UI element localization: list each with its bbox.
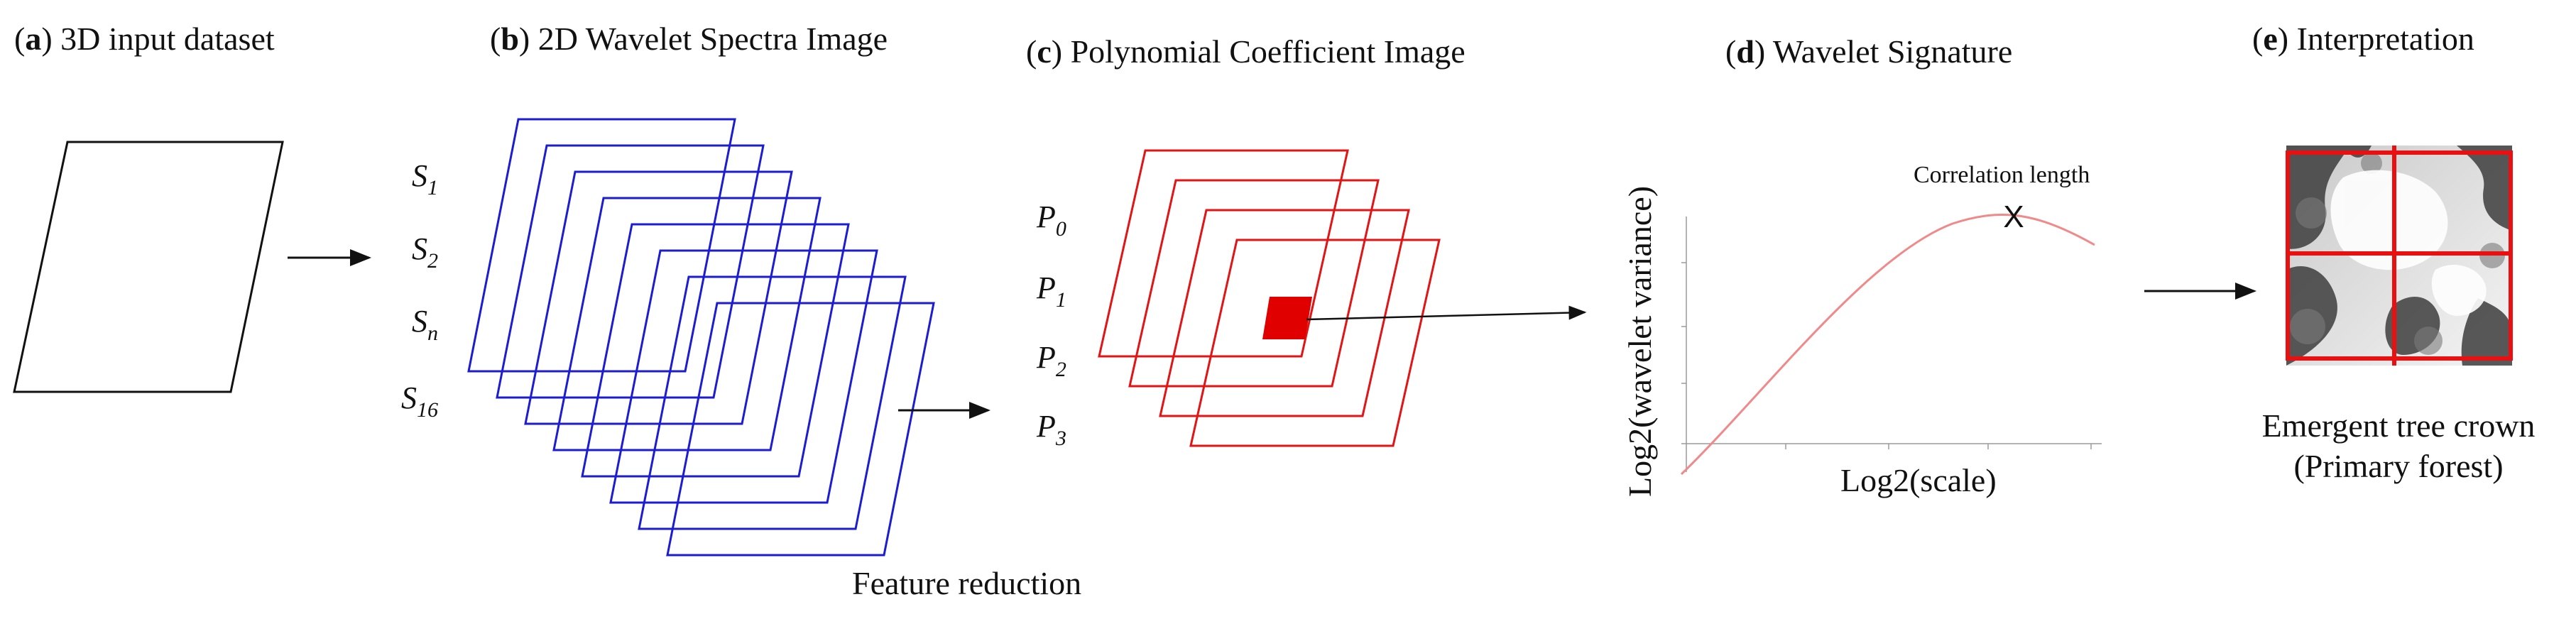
y-axis-label: Log2(wavelet variance) <box>1622 186 1658 497</box>
signature-axes <box>1681 217 2102 472</box>
coefficient-label-0: P0 <box>1036 199 1066 241</box>
spectra-label-16: S16 <box>401 380 438 422</box>
correlation-length-marker: X <box>2003 199 2024 234</box>
panel-d-title-text: Wavelet Signature <box>1773 33 2012 70</box>
spectra-frame-1 <box>467 118 736 373</box>
coefficient-frame-1 <box>1098 149 1349 358</box>
coefficient-frame-2 <box>1128 179 1380 388</box>
panel-d-letter: d <box>1736 33 1754 70</box>
panel-b-letter: b <box>501 21 519 57</box>
spectra-frame-7 <box>638 275 907 530</box>
panel-c: (c) Polynomial Coefficient Image P0 P1 P… <box>1026 33 1587 450</box>
panel-c-title: (c) Polynomial Coefficient Image <box>1026 33 1466 70</box>
feature-reduction-label: Feature reduction <box>852 565 1081 601</box>
spectra-frame-2 <box>496 144 765 399</box>
panel-d: (d) Wavelet Signature Log2(wavelet varia… <box>1622 33 2256 498</box>
wavelet-variance-curve <box>1680 214 2095 476</box>
panel-a-letter: a <box>25 21 41 57</box>
panel-e-letter: e <box>2263 21 2277 57</box>
coefficient-stack <box>1098 149 1441 447</box>
coefficient-label-1: P1 <box>1036 270 1066 312</box>
coefficient-label-3: P3 <box>1036 409 1066 450</box>
panel-a: (a) 3D input dataset <box>13 21 371 393</box>
spectra-frame-3 <box>524 170 793 425</box>
highlighted-pixel <box>1262 297 1312 339</box>
panel-e-title-text: Interpretation <box>2297 21 2474 57</box>
x-axis-label: Log2(scale) <box>1840 462 1997 498</box>
panel-e: (e) Interpretation <box>2252 21 2535 484</box>
signature-ticks <box>1681 262 2092 449</box>
interpretation-caption-line2: (Primary forest) <box>2293 448 2503 484</box>
panel-d-title: (d) Wavelet Signature <box>1725 33 2012 70</box>
coefficient-frame-4 <box>1189 239 1441 447</box>
panel-c-title-text: Polynomial Coefficient Image <box>1071 33 1466 70</box>
panel-b-title-text: 2D Wavelet Spectra Image <box>538 21 888 57</box>
coefficient-label-2: P2 <box>1036 340 1066 381</box>
panel-b-title: (b) 2D Wavelet Spectra Image <box>490 21 888 57</box>
panel-b: (b) 2D Wavelet Spectra Image S1 S2 Sn S1… <box>401 21 1081 601</box>
input-dataset-parallelogram <box>13 141 284 393</box>
panel-e-title: (e) Interpretation <box>2252 21 2474 57</box>
spectra-label-2: S2 <box>412 231 438 273</box>
spectra-frame-6 <box>609 249 878 504</box>
spectra-frame-8 <box>666 302 935 557</box>
spectra-frame-5 <box>581 223 850 478</box>
coefficient-frame-3 <box>1159 209 1410 417</box>
arrow-pixel-to-signature <box>1306 305 1587 321</box>
interpretation-caption-line1: Emergent tree crown <box>2262 407 2536 444</box>
panel-a-title-text: 3D input dataset <box>60 21 275 57</box>
spectra-label-n: Sn <box>412 304 438 345</box>
correlation-length-label: Correlation length <box>1914 162 2090 188</box>
spectra-frame-4 <box>552 197 822 451</box>
panel-c-letter: c <box>1037 33 1051 70</box>
interpretation-grid <box>2286 146 2513 366</box>
spectra-stack <box>467 118 935 557</box>
panel-a-title: (a) 3D input dataset <box>14 21 275 57</box>
spectra-label-1: S1 <box>412 158 438 199</box>
